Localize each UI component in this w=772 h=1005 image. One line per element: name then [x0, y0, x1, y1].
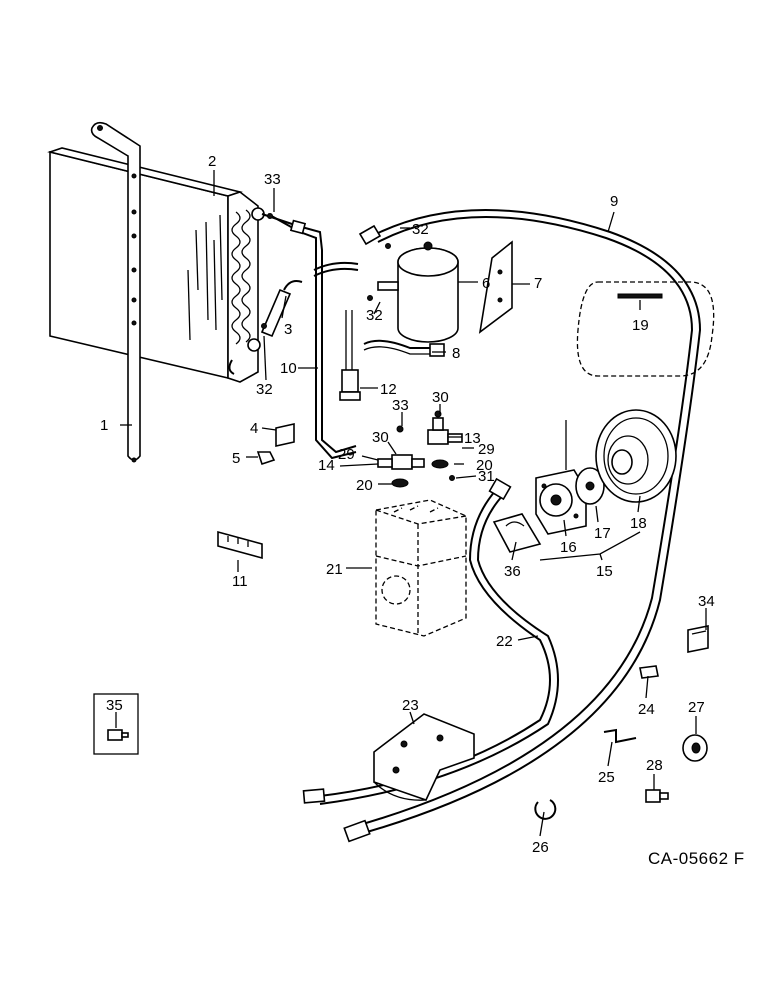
label-36: 36 [504, 563, 521, 580]
label-35: 35 [106, 697, 123, 714]
label-2: 2 [208, 153, 216, 170]
clip-4 [275, 423, 295, 447]
label-32b: 32 [366, 307, 383, 324]
label-24: 24 [638, 701, 655, 718]
discharge-hose [343, 209, 702, 843]
label-18: 18 [630, 515, 647, 532]
label-6: 6 [482, 275, 490, 292]
compressor-bracket [373, 713, 475, 801]
service-valve-14 [377, 454, 425, 470]
clutch-bracket [492, 513, 542, 553]
label-29b: 29 [338, 446, 355, 463]
label-9: 9 [610, 193, 618, 210]
label-3: 3 [284, 321, 292, 338]
label-17: 17 [594, 525, 611, 542]
sight-glass-area [576, 281, 715, 377]
oring-20-upper [431, 459, 449, 469]
label-29a: 29 [478, 441, 495, 458]
drawing-code: CA-05662 F [648, 849, 745, 868]
condenser [47, 147, 265, 383]
clutch-pulley [595, 409, 677, 503]
label-7: 7 [534, 275, 542, 292]
spacer-plate [217, 530, 263, 560]
label-11: 11 [232, 573, 248, 590]
label-30a: 30 [432, 389, 449, 406]
label-12: 12 [380, 381, 397, 398]
label-1: 1 [100, 417, 108, 434]
mounting-strap [90, 121, 141, 463]
part-labels: 1 2 3 4 5 6 7 8 9 10 11 12 13 14 15 16 1… [100, 153, 745, 868]
label-19: 19 [632, 317, 649, 334]
grommet-27 [682, 734, 708, 762]
label-34: 34 [698, 593, 715, 610]
inset-box-35 [93, 693, 139, 755]
drier-fittings [261, 213, 391, 329]
label-14: 14 [318, 457, 335, 474]
label-16: 16 [560, 539, 577, 556]
clip-5 [256, 451, 276, 466]
label-8: 8 [452, 345, 460, 362]
label-21: 21 [326, 561, 343, 578]
label-25: 25 [598, 769, 615, 786]
label-15: 15 [596, 563, 613, 580]
label-4: 4 [250, 420, 258, 437]
label-26: 26 [532, 839, 549, 856]
label-32a: 32 [412, 221, 429, 238]
wire-harness [363, 339, 445, 357]
clutch-coil [535, 420, 587, 535]
label-33a: 33 [264, 171, 281, 188]
compressor [375, 499, 467, 637]
label-31: 31 [478, 468, 495, 485]
clamp-34 [687, 625, 709, 653]
leader-lines [115, 170, 707, 837]
label-30b: 30 [372, 429, 389, 446]
label-32c: 32 [256, 381, 273, 398]
drier-bracket [478, 240, 513, 334]
label-22: 22 [496, 633, 513, 650]
label-20b: 20 [356, 477, 373, 494]
label-10: 10 [280, 360, 297, 377]
oring-20-lower [391, 478, 409, 488]
service-valve-13 [427, 410, 463, 445]
oring-33 [396, 425, 404, 433]
snap-ring-26 [534, 799, 557, 820]
label-23: 23 [402, 697, 419, 714]
pressure-switch [339, 310, 361, 401]
label-28: 28 [646, 757, 663, 774]
clip-24 [639, 665, 659, 679]
oring-31 [449, 475, 455, 481]
clip-25 [603, 728, 637, 744]
receiver-drier [377, 241, 459, 343]
condenser-tubes [260, 213, 359, 460]
bolt-28 [645, 789, 669, 803]
label-20a: 20 [476, 457, 493, 474]
label-27: 27 [688, 699, 705, 716]
label-13: 13 [464, 430, 481, 447]
clutch-hub [575, 467, 605, 505]
label-5: 5 [232, 450, 240, 467]
label-33b: 33 [392, 397, 409, 414]
